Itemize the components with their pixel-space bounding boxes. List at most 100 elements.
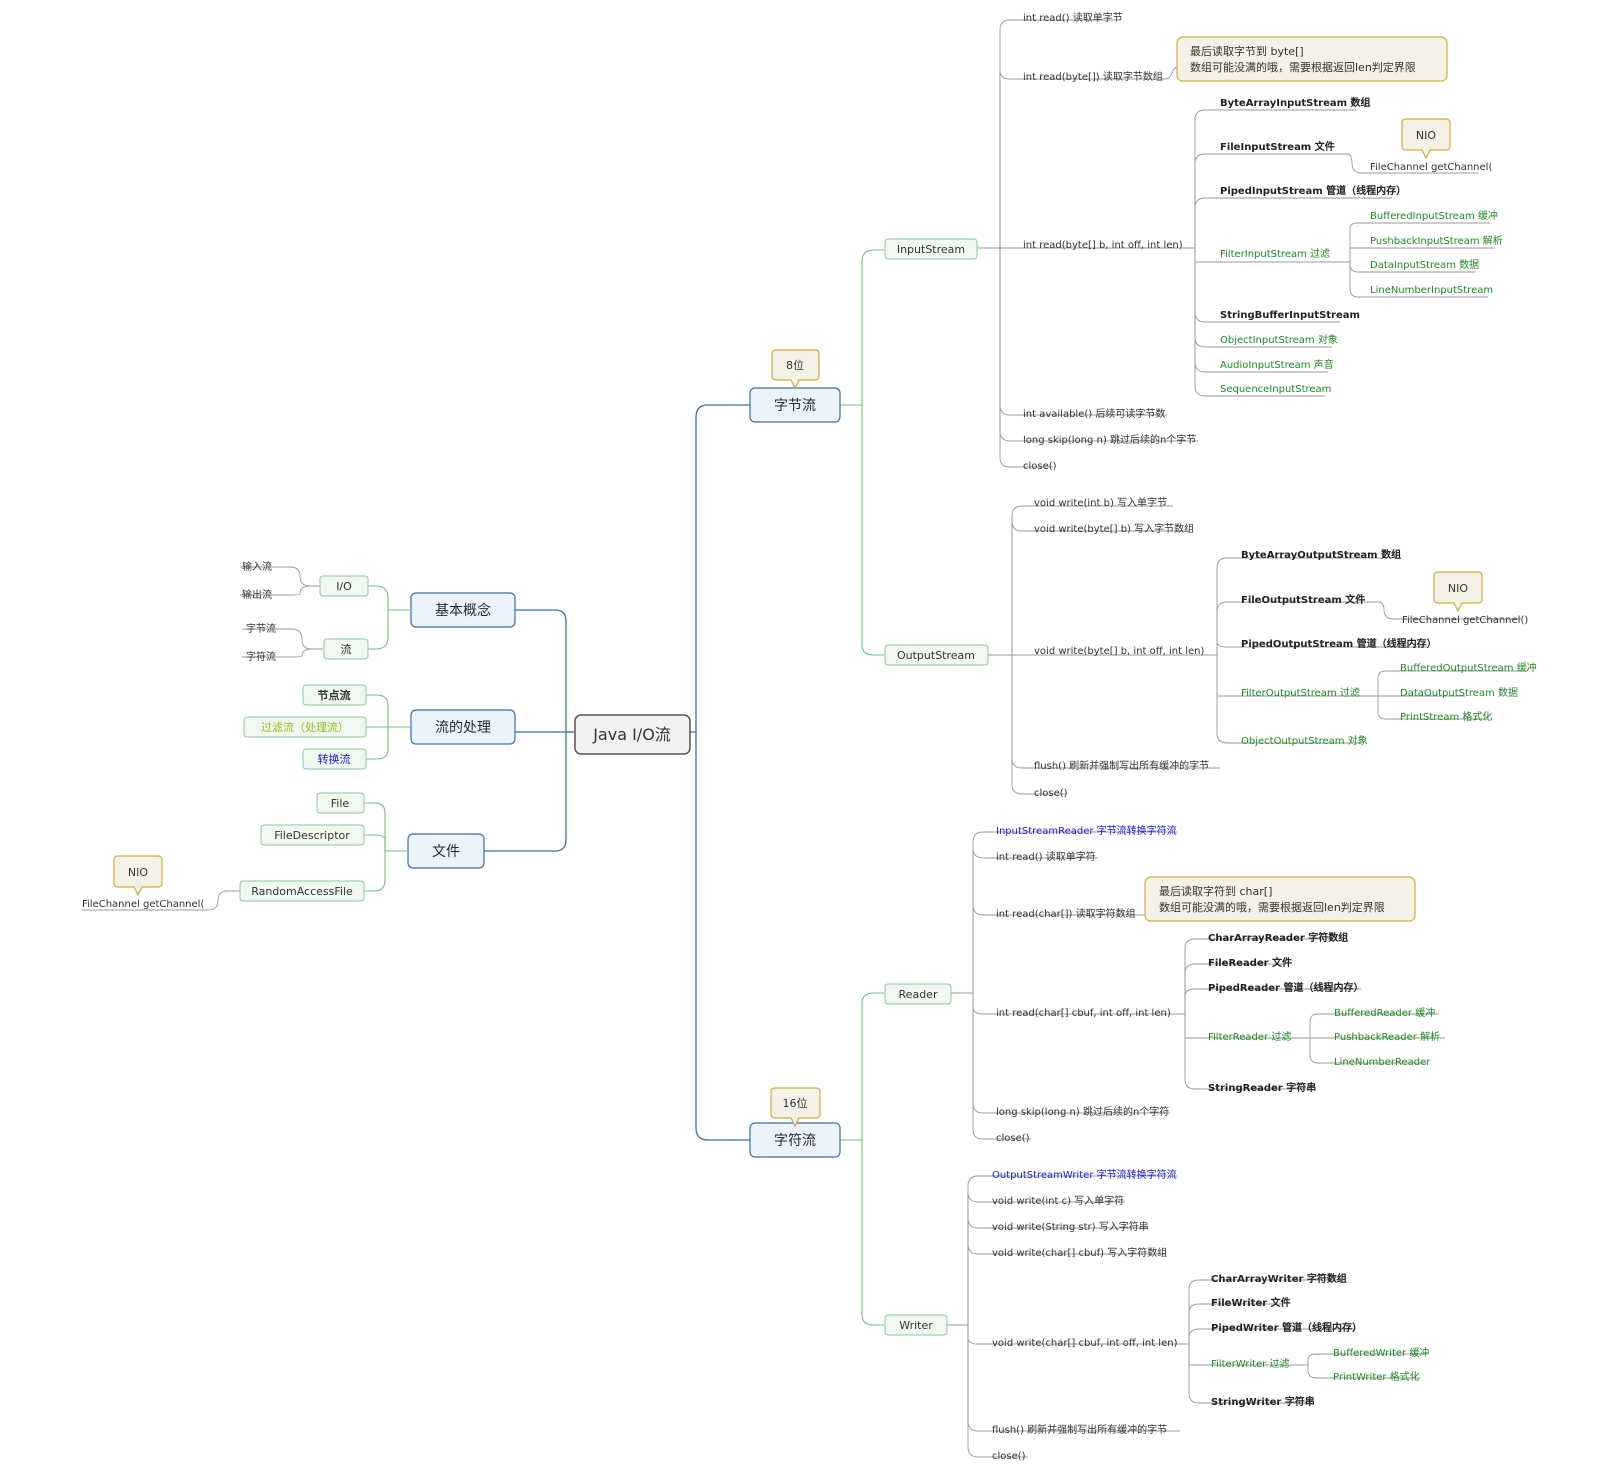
file-label: 文件: [432, 844, 460, 860]
writer-node[interactable]: Writer: [884, 1314, 948, 1336]
byte-stream-node[interactable]: 字节流: [749, 387, 841, 423]
rd-read-range: int read(char[] cbuf, int off, int len): [996, 1008, 1171, 1019]
file-descriptor-node[interactable]: FileDescriptor: [260, 824, 365, 846]
wr-write-array: void write(char[] cbuf) 写入字符数组: [992, 1246, 1167, 1259]
processing-connectors: [366, 694, 410, 760]
filter-stream-node[interactable]: 过滤流（处理流）: [243, 716, 367, 738]
is-string-buffer: StringBufferInputStream: [1220, 310, 1360, 321]
rd-piped: PipedReader 管道（线程内存）: [1208, 981, 1363, 994]
char-stream-leaf: 字符流: [246, 650, 276, 663]
file-channel-leaf: FileChannel getChannel(: [82, 899, 204, 910]
os-write-single: void write(int b) 写入单字节: [1034, 496, 1167, 509]
is-read-range: int read(byte[] b, int off, int len): [1023, 240, 1183, 251]
os-byte-array: ByteArrayOutputStream 数组: [1241, 548, 1401, 561]
output-stream-leaf: 输出流: [242, 588, 272, 601]
os-data: DataOutputStream 数据: [1400, 686, 1518, 699]
wr-write-single: void write(int c) 写入单字符: [992, 1194, 1124, 1207]
wr-write-range: void write(char[] cbuf, int off, int len…: [992, 1338, 1178, 1349]
os-print: PrintStream 格式化: [1400, 710, 1492, 723]
convert-stream-label: 转换流: [318, 752, 351, 766]
is-close: close(): [1023, 461, 1057, 472]
os-nio-label: NIO: [1448, 582, 1468, 595]
input-stream-leaf: 输入流: [242, 560, 272, 573]
os-write-array: void write(byte[] b) 写入字节数组: [1034, 522, 1194, 535]
is-piped: PipedInputStream 管道（线程内存）: [1220, 184, 1406, 197]
basic-connectors: [240, 566, 410, 658]
basic-concepts-label: 基本概念: [435, 602, 491, 619]
os-file-output: FileOutputStream 文件: [1241, 593, 1365, 606]
byte-stream-label: 字节流: [774, 398, 816, 414]
is-data: DataInputStream 数据: [1370, 258, 1479, 271]
char-stream-connectors: [840, 831, 1445, 1458]
rd-read-array: int read(char[]) 读取字符数组: [996, 907, 1136, 920]
is-file-channel: FileChannel getChannel(: [1370, 162, 1492, 173]
node-stream-label: 节点流: [318, 688, 351, 702]
char-bits-callout: 16位: [770, 1087, 821, 1128]
rd-line-number: LineNumberReader: [1334, 1057, 1431, 1068]
rd-skip: long skip(long n) 跳过后续的n个字符: [996, 1105, 1169, 1118]
root-connectors: [484, 404, 750, 1141]
is-buffered: BufferedInputStream 缓冲: [1370, 209, 1498, 222]
byte-bits-label: 8位: [786, 358, 804, 372]
rd-file: FileReader 文件: [1208, 956, 1292, 969]
byte-bits-callout: 8位: [771, 349, 820, 390]
wr-char-array: CharArrayWriter 字符数组: [1211, 1272, 1347, 1285]
is-file-input: FileInputStream 文件: [1220, 140, 1335, 153]
stream-label: 流: [341, 642, 352, 656]
rd-filter: FilterReader 过滤: [1208, 1030, 1291, 1043]
is-skip: long skip(long n) 跳过后续的n个字节: [1023, 433, 1196, 446]
is-callout-line2: 数组可能没满的哦，需要根据返回len判定界限: [1190, 60, 1416, 74]
node-stream-node[interactable]: 节点流: [302, 684, 367, 706]
output-stream-node[interactable]: OutputStream: [884, 644, 989, 666]
convert-stream-node[interactable]: 转换流: [302, 748, 367, 770]
wr-flush: flush() 刷新并强制写出所有缓冲的字节: [992, 1423, 1167, 1436]
reader-label: Reader: [899, 988, 938, 1001]
io-label: I/O: [336, 580, 352, 593]
input-stream-node[interactable]: InputStream: [884, 238, 978, 260]
wr-osw: OutputStreamWriter 字节流转换字符流: [992, 1168, 1177, 1181]
rd-callout-line1: 最后读取字符到 char[]: [1159, 884, 1272, 898]
file-class-node[interactable]: File: [316, 792, 365, 814]
is-read-callout: 最后读取字节到 byte[] 数组可能没满的哦，需要根据返回len判定界限: [1176, 36, 1448, 82]
root-label: Java I/O流: [592, 725, 671, 744]
rd-read-single: int read() 读取单字符: [996, 850, 1096, 863]
is-audio: AudioInputStream 声音: [1220, 358, 1334, 371]
rd-read-callout: 最后读取字符到 char[] 数组可能没满的哦，需要根据返回len判定界限: [1144, 876, 1416, 922]
is-read-array: int read(byte[]) 读取字节数组: [1023, 70, 1163, 83]
file-nio-label: NIO: [128, 866, 148, 879]
wr-buffered: BufferedWriter 缓冲: [1333, 1346, 1429, 1359]
random-access-file-node[interactable]: RandomAccessFile: [239, 880, 365, 902]
is-sequence: SequenceInputStream: [1220, 384, 1331, 395]
rd-pushback: PushbackReader 解析: [1334, 1030, 1440, 1043]
is-pushback: PushbackInputStream 解析: [1370, 234, 1503, 247]
wr-piped: PipedWriter 管道（线程内存）: [1211, 1321, 1362, 1334]
wr-close: close(): [992, 1451, 1026, 1462]
processing-node[interactable]: 流的处理: [410, 709, 516, 745]
rd-char-array: CharArrayReader 字符数组: [1208, 931, 1348, 944]
stream-node[interactable]: 流: [323, 638, 369, 660]
is-available: int available() 后续可读字节数: [1023, 407, 1165, 420]
os-write-range: void write(byte[] b, int off, int len): [1034, 646, 1204, 657]
is-read-single: int read() 读取单字节: [1023, 11, 1123, 24]
reader-node[interactable]: Reader: [884, 983, 952, 1005]
io-node[interactable]: I/O: [319, 575, 369, 597]
is-nio-callout: NIO: [1401, 118, 1451, 160]
file-descriptor-label: FileDescriptor: [274, 829, 350, 842]
filter-stream-label: 过滤流（处理流）: [261, 720, 349, 734]
output-stream-label: OutputStream: [897, 649, 975, 662]
processing-label: 流的处理: [435, 720, 491, 736]
rd-buffered: BufferedReader 缓冲: [1334, 1006, 1435, 1019]
rd-string: StringReader 字符串: [1208, 1081, 1316, 1094]
input-stream-label: InputStream: [897, 243, 965, 256]
is-nio-label: NIO: [1416, 129, 1436, 142]
os-nio-callout: NIO: [1433, 571, 1483, 613]
root-node[interactable]: Java I/O流: [574, 714, 691, 755]
rd-isr: InputStreamReader 字节流转换字符流: [996, 824, 1177, 837]
file-class-label: File: [331, 797, 350, 810]
file-node[interactable]: 文件: [407, 833, 485, 869]
char-stream-node[interactable]: 字符流: [749, 1122, 841, 1158]
basic-concepts-node[interactable]: 基本概念: [410, 592, 516, 628]
writer-label: Writer: [899, 1319, 933, 1332]
os-buffered: BufferedOutputStream 缓冲: [1400, 661, 1537, 674]
